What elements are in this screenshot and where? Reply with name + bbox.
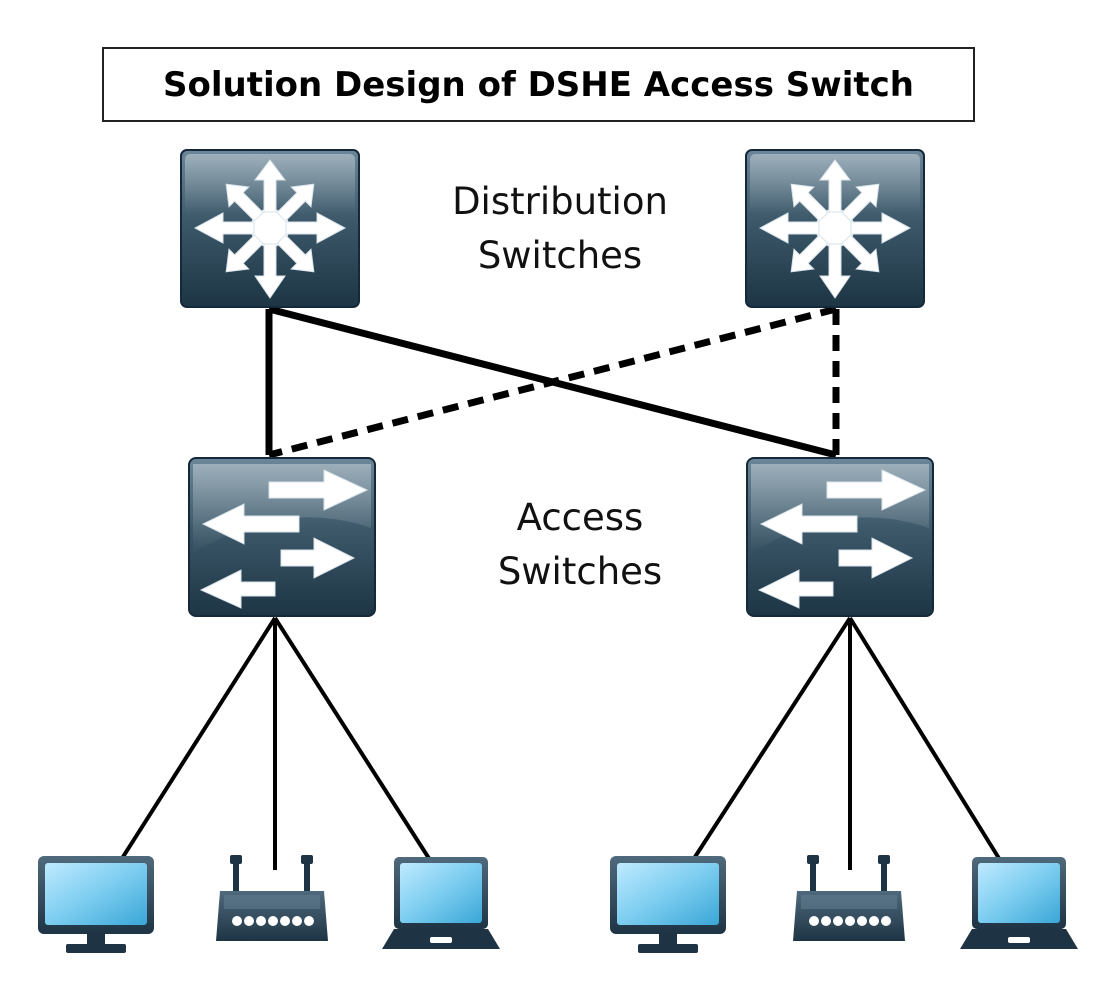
backup-link-cross (268, 305, 837, 459)
laptop-icon (382, 857, 500, 949)
access-label-line1: Access (516, 496, 644, 539)
diagram-title: Solution Design of DSHE Access Switch (163, 64, 914, 105)
desktop-pc-icon (610, 856, 726, 953)
wireless-router-icon (216, 855, 328, 941)
workgroup-switch-icon (746, 457, 934, 617)
access-link-right-laptop (848, 616, 1002, 862)
layer3-switch-icon (180, 139, 360, 317)
distribution-label-line2: Switches (477, 234, 643, 277)
access-link-left-desktop (119, 616, 277, 862)
diagram-title-box: Solution Design of DSHE Access Switch (102, 47, 975, 122)
workgroup-switch-icon (188, 457, 376, 617)
distribution-label-line1: Distribution (452, 180, 668, 223)
access-link-left-laptop (273, 616, 432, 862)
laptop-icon (960, 857, 1078, 949)
access-label-line2: Switches (497, 550, 663, 593)
access-link-right-desktop (691, 616, 852, 862)
desktop-pc-icon (38, 856, 154, 953)
access-switches-label: Access Switches (440, 491, 720, 599)
distribution-switches-label: Distribution Switches (420, 175, 700, 283)
layer3-switch-icon (745, 139, 925, 317)
